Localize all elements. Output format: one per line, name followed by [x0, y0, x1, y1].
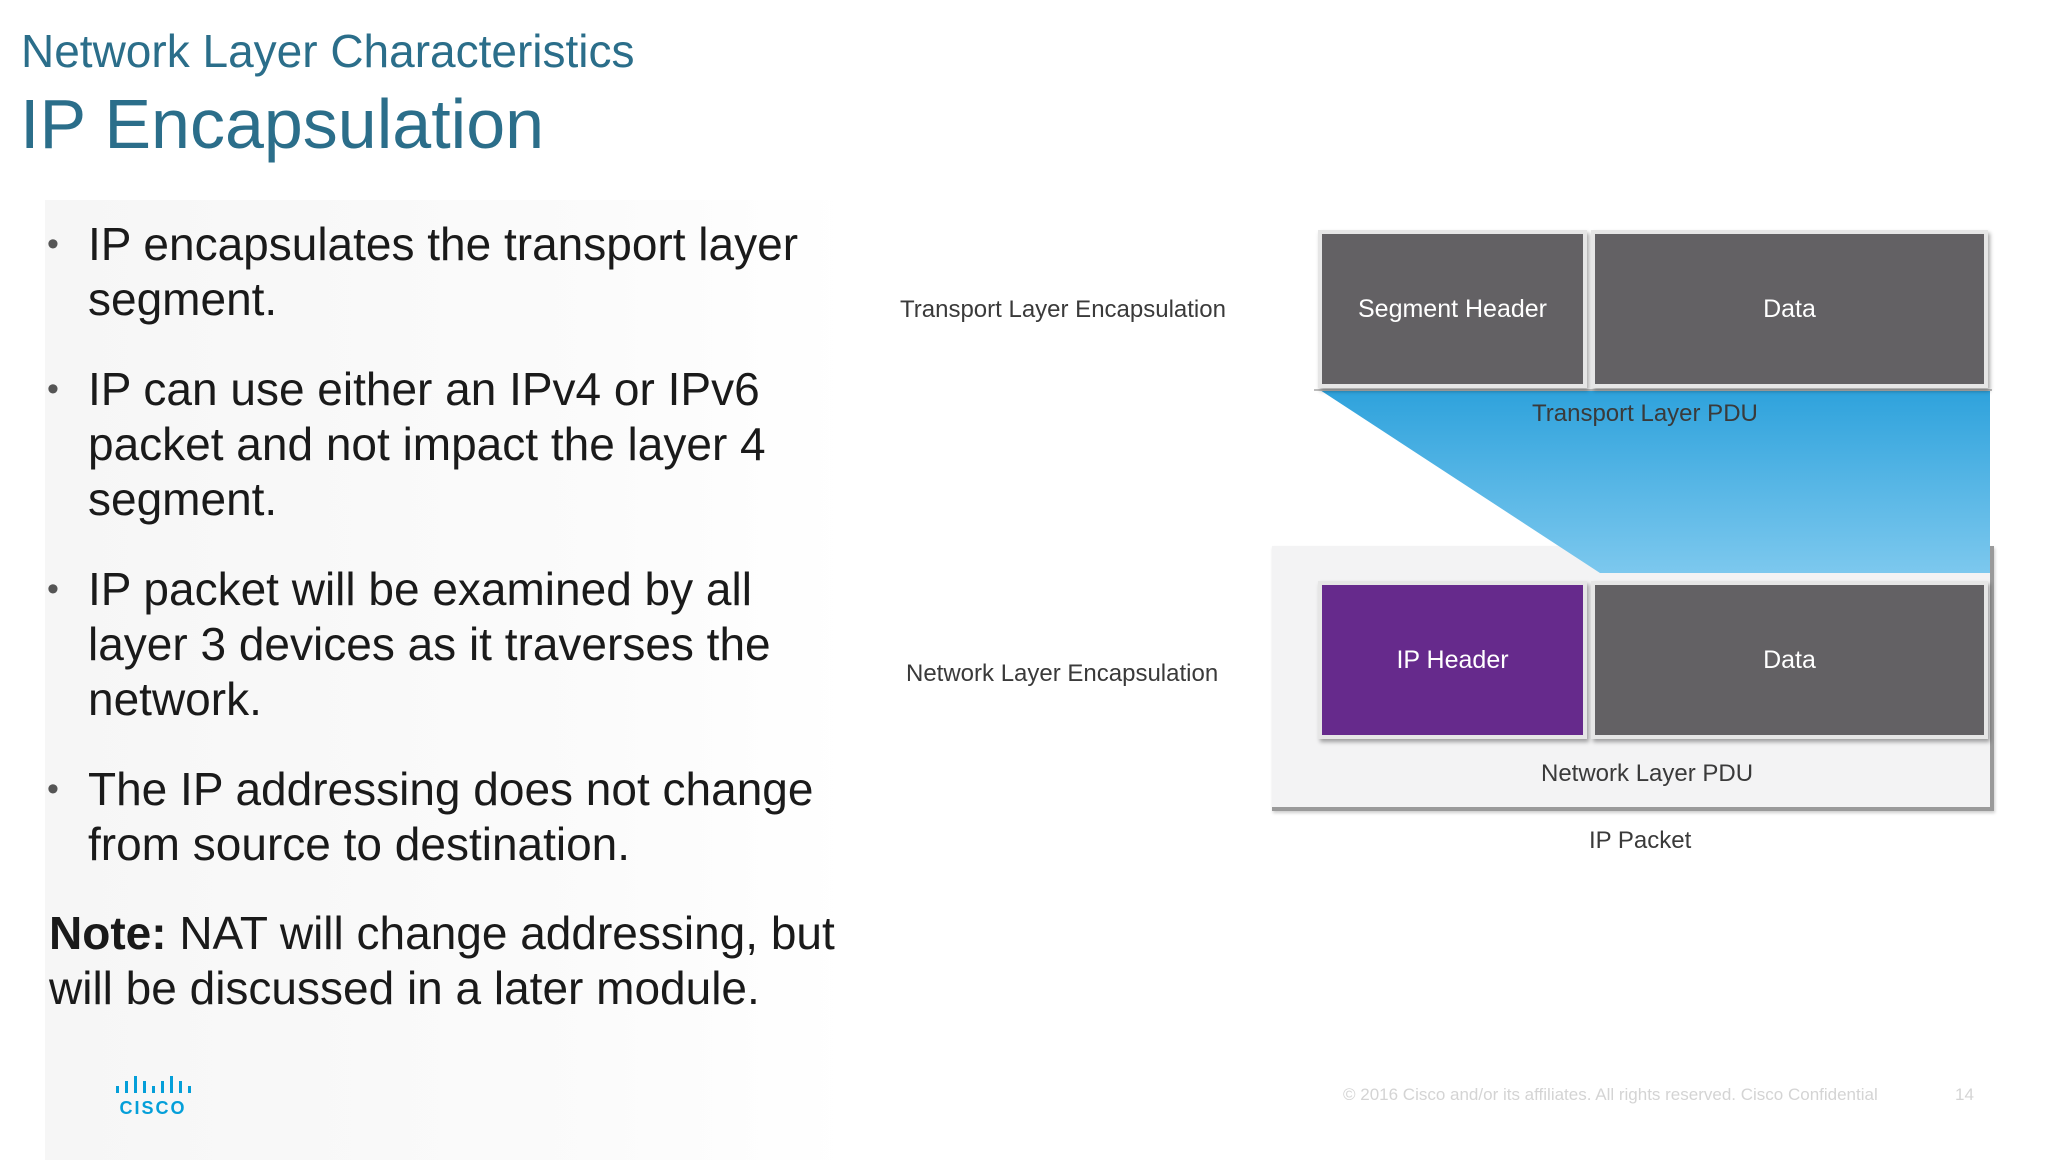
network-data-block: Data — [1591, 581, 1988, 739]
slide-title: IP Encapsulation — [20, 85, 545, 163]
page-number: 14 — [1955, 1085, 1974, 1104]
segment-header-block: Segment Header — [1318, 230, 1587, 388]
transport-data-block: Data — [1591, 230, 1988, 388]
cisco-bars-icon — [116, 1076, 191, 1093]
bullet-list: • IP encapsulates the transport layer seg… — [44, 217, 844, 907]
funnel-shape — [1320, 390, 1990, 573]
bullet-item: • IP encapsulates the transport layer seg… — [44, 217, 844, 327]
ip-header-block: IP Header — [1318, 581, 1587, 739]
content-panel-background — [45, 200, 850, 1160]
cisco-wordmark: CISCO — [119, 1098, 186, 1118]
note-text: NAT will change addressing, but will be … — [49, 907, 835, 1014]
bullet-text: IP packet will be examined by all layer … — [88, 563, 771, 725]
bullet-text: IP can use either an IPv4 or IPv6 packet… — [88, 363, 766, 525]
transport-to-network-funnel — [1314, 389, 1992, 573]
bullet-dot-icon: • — [47, 225, 59, 263]
encapsulation-diagram: Transport Layer Encapsulation Network La… — [880, 200, 2020, 880]
cisco-logo: CISCO — [116, 1076, 191, 1118]
bullet-item: • IP can use either an IPv4 or IPv6 packe… — [44, 362, 844, 527]
slide-supertitle: Network Layer Characteristics — [21, 25, 635, 77]
bullet-dot-icon: • — [47, 770, 59, 808]
bullet-text: IP encapsulates the transport layer segm… — [88, 218, 799, 325]
segment-header-label: Segment Header — [1357, 294, 1547, 323]
transport-layer-encapsulation-label: Transport Layer Encapsulation — [900, 296, 1226, 323]
note-label: Note: — [49, 907, 167, 959]
transport-layer-pdu-label: Transport Layer PDU — [1532, 400, 1758, 427]
ip-header-label: IP Header — [1396, 645, 1509, 674]
copyright-footer: © 2016 Cisco and/or its affiliates. All … — [1343, 1085, 1878, 1104]
network-layer-encapsulation-label: Network Layer Encapsulation — [906, 660, 1219, 687]
network-layer-pdu-label: Network Layer PDU — [1541, 760, 1754, 787]
bullet-dot-icon: • — [47, 370, 59, 408]
note-paragraph: Note: NAT will change addressing, but wi… — [49, 906, 839, 1016]
ip-packet-label: IP Packet — [1589, 827, 1692, 854]
transport-data-label: Data — [1763, 294, 1816, 323]
bullet-text: The IP addressing does not change from s… — [88, 763, 814, 870]
bullet-item: • IP packet will be examined by all layer… — [44, 562, 844, 727]
network-data-label: Data — [1763, 645, 1816, 674]
bullet-item: • The IP addressing does not change from … — [44, 762, 844, 872]
bullet-dot-icon: • — [47, 570, 59, 608]
